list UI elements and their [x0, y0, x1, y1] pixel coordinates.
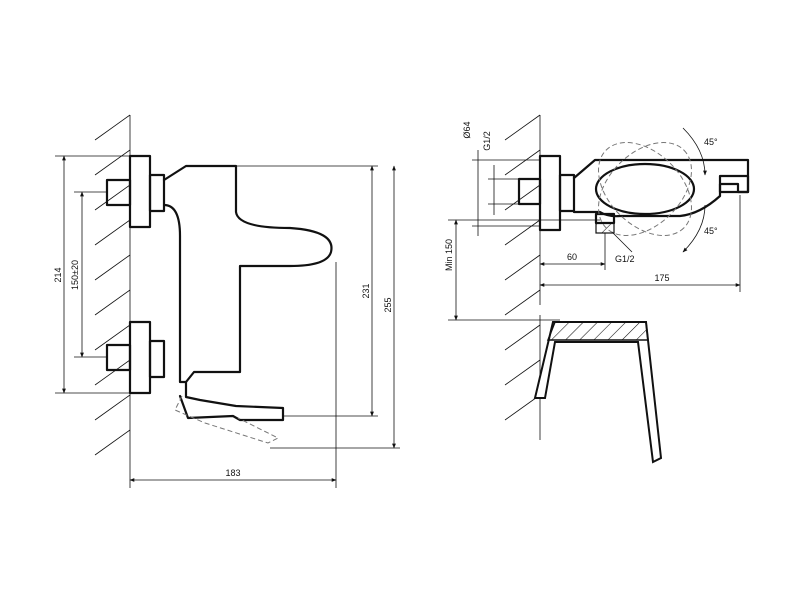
spout-outlet: [718, 174, 750, 194]
dim-width: 183: [225, 468, 240, 478]
dim-thread-top: G1/2: [482, 131, 492, 151]
dim-depth: 175: [654, 273, 669, 283]
front-wall: [94, 114, 131, 480]
dim-total-height: 214: [53, 267, 63, 282]
side-wall: [504, 114, 541, 440]
dim-center-distance: 150±20: [70, 260, 80, 290]
upper-wall-connector: [105, 154, 166, 229]
front-view: 214 150±20 231 255 183: [53, 114, 400, 488]
side-dimensions: [448, 150, 741, 321]
dim-thread-outlet: G1/2: [615, 254, 635, 264]
dim-pipe-diameter: Ø64: [462, 121, 472, 138]
mixer-body: [162, 164, 333, 384]
lever-handle: [178, 380, 285, 422]
bathtub-rim-section: [533, 321, 663, 464]
dim-angle-top: 45°: [704, 137, 718, 147]
side-view: Ø64 G1/2 Min 150 60 G1/2 175 45° 45°: [444, 114, 750, 464]
front-dimensions: [55, 155, 400, 488]
diverter-handle: [594, 162, 696, 216]
dim-angle-bottom: 45°: [704, 226, 718, 236]
dim-height-231: 231: [361, 283, 371, 298]
lower-wall-connector: [105, 320, 166, 395]
spout-body: [572, 158, 750, 218]
handle-rotation-paths: [598, 127, 707, 253]
lever-alt-position: [174, 395, 280, 444]
dim-distance-60: 60: [567, 252, 577, 262]
dim-min-height: Min 150: [444, 239, 454, 271]
side-wall-connector: [517, 154, 576, 232]
dim-height-255: 255: [383, 297, 393, 312]
